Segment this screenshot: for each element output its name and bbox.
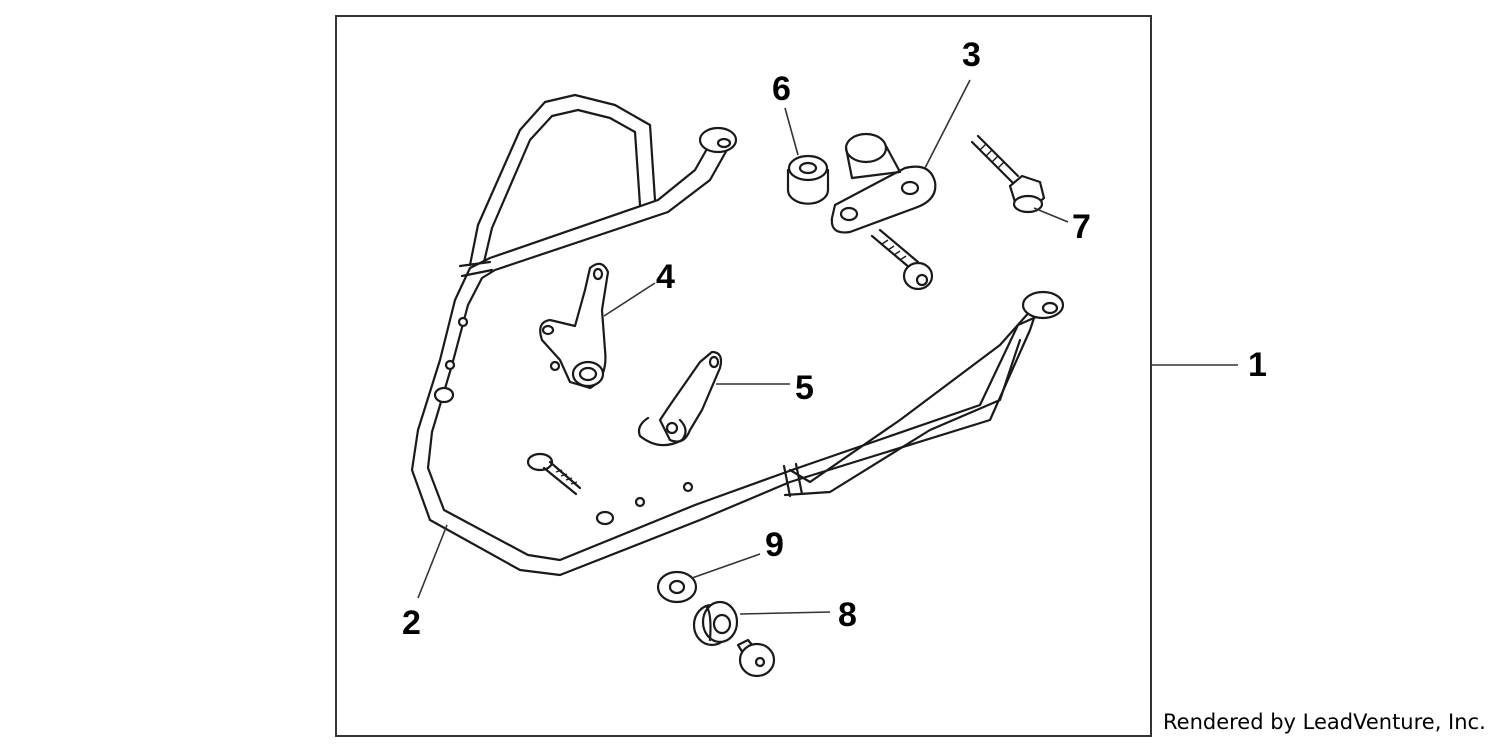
render-credit: Rendered by LeadVenture, Inc. bbox=[1163, 710, 1486, 734]
mounting-bracket bbox=[830, 132, 937, 234]
callout-1: 1 bbox=[1248, 346, 1267, 384]
collar-spacer bbox=[786, 154, 830, 205]
rubber-grommet bbox=[692, 600, 739, 647]
grommet-collar bbox=[736, 638, 776, 678]
leader-3 bbox=[924, 79, 971, 169]
stay-bracket bbox=[539, 262, 610, 390]
callout-7: 7 bbox=[1072, 208, 1091, 246]
leader-4 bbox=[603, 282, 656, 317]
callout-6: 6 bbox=[772, 70, 791, 108]
callout-8: 8 bbox=[838, 596, 857, 634]
flange-bolt bbox=[970, 134, 1046, 214]
bracket-bolt bbox=[870, 228, 934, 291]
leader-6 bbox=[784, 107, 799, 156]
callout-9: 9 bbox=[765, 526, 784, 564]
kit-frame bbox=[335, 15, 1152, 737]
leader-2 bbox=[417, 524, 448, 599]
guard-bolt bbox=[526, 452, 582, 496]
callout-4: 4 bbox=[656, 258, 675, 296]
callout-2: 2 bbox=[402, 604, 421, 642]
callout-3: 3 bbox=[962, 36, 981, 74]
callout-5: 5 bbox=[795, 369, 814, 407]
leader-7 bbox=[1033, 207, 1069, 223]
leader-9 bbox=[691, 553, 761, 579]
washer bbox=[656, 570, 698, 604]
leader-8 bbox=[739, 611, 831, 615]
hose-clamp bbox=[637, 350, 723, 447]
engine-guard-tube bbox=[410, 93, 1065, 577]
